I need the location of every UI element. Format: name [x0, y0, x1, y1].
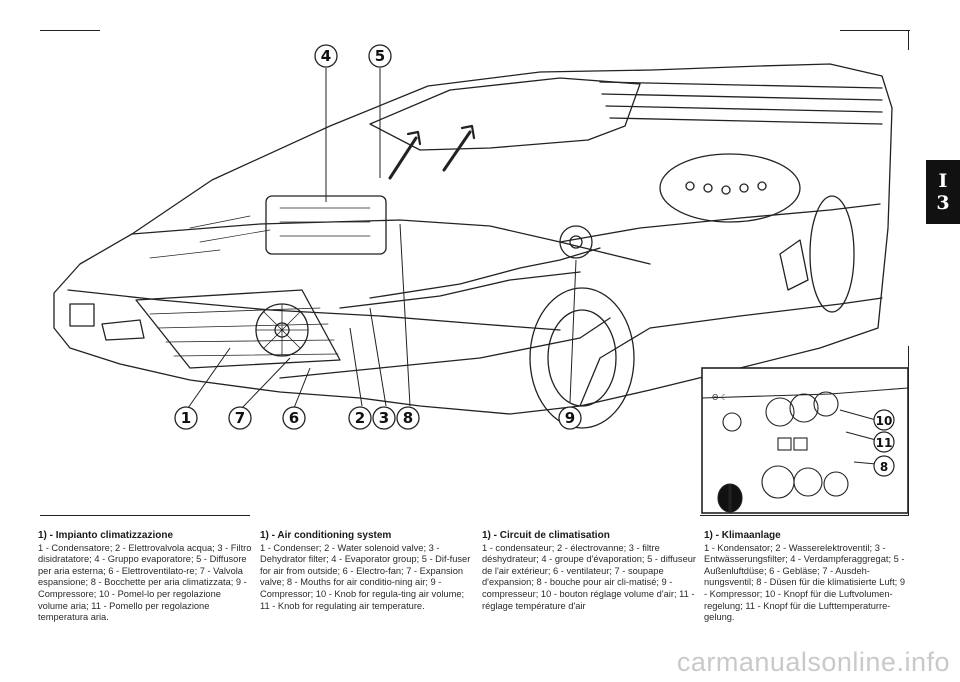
engine-cam-cover — [659, 153, 801, 223]
front-light — [69, 303, 95, 327]
caption-title: 1) - Impianto climatizzazione — [38, 530, 174, 541]
ac-pipe-main — [369, 247, 601, 299]
callout-7: 7 — [235, 409, 245, 427]
caption-title: 1) - Air conditioning system — [260, 530, 392, 541]
callout-11: 11 — [876, 436, 893, 450]
frame-right-edge — [908, 30, 909, 50]
callout-10: 10 — [876, 414, 893, 428]
caption-title: 1) - Circuit de climatisation — [482, 530, 610, 541]
compressor — [559, 225, 593, 259]
rear-wheel — [809, 195, 855, 313]
chapter-section: I — [938, 170, 948, 192]
hood-line — [131, 219, 651, 265]
front-grille — [135, 289, 341, 369]
side-intake — [779, 239, 809, 291]
callout-9: 9 — [565, 409, 575, 427]
dashboard-label-1: Θ ☾ — [712, 393, 728, 402]
callout-5: 5 — [375, 47, 385, 65]
watermark: carmanualsonline.info — [676, 647, 950, 677]
ac-pipe-secondary — [339, 271, 581, 309]
rear-louvre-4 — [609, 117, 883, 125]
side-line-lower — [579, 297, 883, 407]
frame-bottom-left — [40, 515, 250, 516]
caption-body: 1 - Condensatore; 2 - Elettrovalvola acq… — [38, 542, 252, 623]
ac-pipe-lower — [279, 317, 611, 379]
caption-english: 1) - Air conditioning system 1 - Condens… — [260, 530, 474, 612]
caption-italian: 1) - Impianto climatizzazione 1 - Conden… — [38, 530, 252, 624]
caption-german: 1) - Klimaanlage 1 - Kondensator; 2 - Wa… — [704, 530, 910, 624]
caption-body: 1 - Kondensator; 2 - Wasserelektroventil… — [704, 542, 906, 623]
callout-2: 2 — [355, 409, 365, 427]
callout-8-dashboard: 8 — [880, 460, 888, 474]
side-line-upper — [559, 203, 881, 243]
caption-body: 1 - condensateur; 2 - électrovanne; 3 - … — [482, 542, 697, 611]
front-wheel — [529, 287, 635, 429]
callout-6: 6 — [289, 409, 299, 427]
chapter-tab: I 3 — [926, 160, 960, 224]
callout-1: 1 — [181, 409, 191, 427]
frame-bottom-right — [700, 515, 909, 516]
airflow-arrow-2 — [442, 130, 472, 172]
airflow-arrow-1 — [388, 136, 418, 180]
caption-title: 1) - Klimaanlage — [704, 530, 781, 541]
callout-3: 3 — [379, 409, 389, 427]
caption-body: 1 - Condenser; 2 - Water solenoid valve;… — [260, 542, 471, 611]
rear-louvre-1 — [599, 81, 883, 89]
caption-french: 1) - Circuit de climatisation 1 - conden… — [482, 530, 696, 612]
rear-louvre-3 — [605, 105, 883, 113]
car-body-outline — [53, 63, 893, 415]
air-conditioning-cutaway-illustration: 4 5 1 7 6 2 3 8 9 10 11 8 Θ ☾ — [53, 44, 909, 514]
front-bumper-line — [67, 289, 561, 331]
evaporator-group — [265, 195, 387, 255]
callout-8: 8 — [403, 409, 413, 427]
windshield-outline — [369, 77, 641, 151]
frame-top-left — [40, 30, 100, 31]
rear-louvre-2 — [601, 93, 883, 101]
frame-top-right — [840, 30, 910, 31]
callout-4: 4 — [321, 47, 331, 65]
chapter-page: 3 — [936, 192, 950, 214]
